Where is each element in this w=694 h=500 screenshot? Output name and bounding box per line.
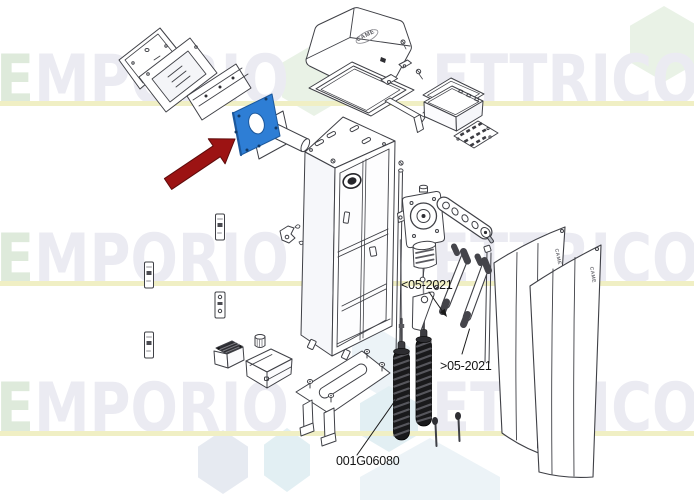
small-hinge-part [279, 224, 304, 246]
leader-line [356, 394, 400, 456]
anchor-stud [306, 349, 386, 403]
side-label-strips [144, 213, 226, 359]
balance-spring-two [415, 305, 432, 427]
diagram-labels: <05-2021 >05-2021 001G06080 [336, 278, 492, 468]
label-spring-after: >05-2021 [440, 359, 492, 373]
leader-line [461, 328, 470, 355]
mount-bracket [186, 63, 252, 121]
base-plate [295, 349, 391, 447]
label-part-code: 001G06080 [336, 454, 400, 468]
accessory-box [245, 348, 293, 389]
knurled-adapter [254, 334, 266, 348]
anchor-legs [299, 399, 337, 447]
head-cover: CAME [305, 7, 412, 84]
came-logo: CAME [553, 248, 562, 265]
circuit-board [453, 120, 499, 149]
highlighted-flange-plate [231, 93, 281, 157]
cover-housing [138, 37, 218, 113]
label-spring-before: <05-2021 [401, 278, 453, 292]
cabinet-body [300, 116, 396, 360]
came-logo: CAME [588, 266, 597, 283]
door-panel-rear: CAME [529, 244, 602, 478]
transformer [213, 340, 245, 369]
balance-rods-new [439, 243, 492, 328]
anchor-pins [432, 412, 461, 447]
gearmotor [397, 184, 446, 283]
highlight-arrow [163, 138, 236, 190]
release-bracket [411, 284, 440, 331]
leader-line [428, 291, 444, 313]
balance-spring-one [393, 317, 410, 441]
control-box [423, 85, 484, 132]
leader-arrowhead [440, 308, 447, 317]
crank-arm [436, 196, 494, 244]
fixing-parts [380, 39, 430, 133]
